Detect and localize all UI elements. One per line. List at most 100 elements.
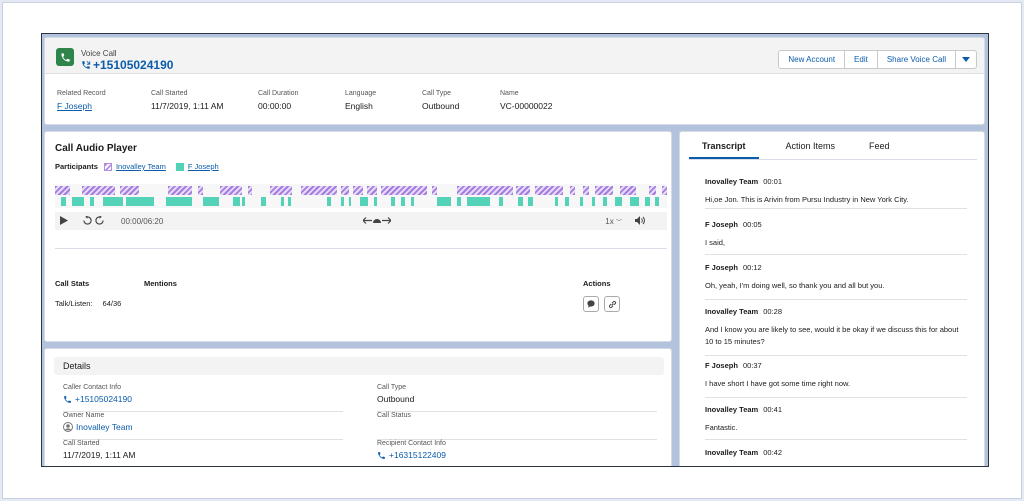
waveform-segment-purple [457,186,513,195]
record-header: Voice Call +15105024190 New Account Edit… [44,37,985,125]
waveform-segment-teal [242,197,245,206]
waveform-segment-teal [166,197,192,206]
waveform-segment-purple [82,186,115,195]
playback-time: 00:00/06:20 [121,216,164,226]
call-stats-label: Call Stats [55,279,90,288]
waveform-segment-teal [655,197,659,206]
more-actions-dropdown[interactable] [956,51,976,68]
waveform-segment-teal [72,197,84,206]
play-icon[interactable] [60,215,68,227]
waveform-segment-purple [620,186,636,195]
audio-waveform[interactable] [55,184,667,208]
call-audio-player: Call Audio Player Participants Inovalley… [44,131,672,342]
waveform-segment-purple [570,186,575,195]
waveform-segment-teal [349,197,351,206]
waveform-segment-teal [565,197,569,206]
copy-link-button[interactable] [604,296,620,312]
chevron-down-icon [962,56,970,62]
participants-legend: Participants Inovalley Team F Joseph [55,162,229,171]
highlight-call-type: Call Type Outbound [422,90,460,111]
record-title: +15105024190 [81,58,173,72]
phone-call-icon [82,60,91,69]
waveform-segment-teal [580,197,583,206]
field-caller-contact-info: Caller Contact Info +15105024190 [63,384,343,412]
app-window: Voice Call +15105024190 New Account Edit… [41,33,989,467]
edit-button[interactable]: Edit [845,51,878,68]
waveform-segment-purple [649,186,656,195]
field-recipient-contact-info: Recipient Contact Info +16315122409 [377,440,446,460]
waveform-segment-teal [341,197,344,206]
record-number: +15105024190 [93,58,174,72]
participant-swatch-purple [103,162,112,171]
participant-link[interactable]: F Joseph [187,162,219,171]
waveform-segment-teal [592,197,595,206]
link-icon [608,300,616,308]
comment-button[interactable] [583,296,599,312]
waveform-segment-purple [353,186,363,195]
highlight-call-duration: Call Duration 00:00:00 [258,90,299,111]
details-section: Details Caller Contact Info +15105024190… [44,348,672,466]
tab-feed[interactable]: Feed [869,141,890,151]
waveform-segment-purple [583,186,589,195]
waveform-segment-teal [281,197,284,206]
forward-icon[interactable] [95,214,104,227]
waveform-segment-teal [103,197,123,206]
rewind-icon[interactable] [83,214,92,227]
waveform-segment-teal [327,197,331,206]
waveform-segment-purple [198,186,203,195]
waveform-segment-purple [432,186,437,195]
highlight-related-record: Related Record F Joseph [57,90,106,111]
transcript-panel: Transcript Action Items Feed Inovalley T… [679,131,985,466]
waveform-segment-teal [374,197,377,206]
waveform-segment-teal [401,197,405,206]
waveform-segment-purple [248,186,252,195]
waveform-segment-purple [595,186,613,195]
waveform-segment-purple [168,186,192,195]
highlight-name: Name VC-00000022 [500,90,553,111]
waveform-segment-teal [528,197,533,206]
recipient-contact-link[interactable]: +16315122409 [389,450,446,460]
highlight-call-started: Call Started 11/7/2019, 1:11 AM [151,90,224,111]
header-actions: New Account Edit Share Voice Call [778,50,977,69]
skip-controls-icon[interactable] [362,216,392,227]
waveform-segment-teal [645,197,650,206]
phone-call-icon [378,451,385,459]
caller-contact-link[interactable]: +15105024190 [75,394,132,404]
player-divider [55,248,667,249]
chevron-down-icon: ﹀ [615,219,622,226]
share-voice-call-button[interactable]: Share Voice Call [878,51,956,68]
waveform-segment-teal [391,197,395,206]
speed-select[interactable]: 1x ﹀ [605,216,622,226]
voice-call-icon [56,48,74,66]
waveform-segment-teal [233,197,240,206]
new-account-button[interactable]: New Account [779,51,846,68]
waveform-segment-purple [367,186,377,195]
details-header[interactable]: Details [54,357,664,375]
waveform-segment-purple [381,186,427,195]
participant-link[interactable]: Inovalley Team [115,162,166,171]
actions-label: Actions [583,279,611,288]
waveform-segment-purple [55,186,70,195]
mentions-label: Mentions [144,279,177,288]
waveform-segment-teal [411,197,414,206]
waveform-segment-teal [261,197,266,206]
participant-swatch-teal [175,162,184,171]
waveform-segment-teal [518,197,523,206]
waveform-segment-teal [499,197,503,206]
owner-name-link[interactable]: Inovalley Team [76,422,133,432]
waveform-segment-purple [120,186,139,195]
volume-icon[interactable] [634,215,645,227]
waveform-segment-purple [535,186,563,195]
record-header-top: Voice Call +15105024190 New Account Edit… [45,38,984,74]
related-record-link[interactable]: F Joseph [57,101,92,111]
waveform-segment-teal [467,197,490,206]
tab-action-items[interactable]: Action Items [785,141,836,151]
waveform-segment-teal [603,197,607,206]
field-call-status: Call Status [377,412,657,440]
tab-transcript[interactable]: Transcript [689,132,759,159]
